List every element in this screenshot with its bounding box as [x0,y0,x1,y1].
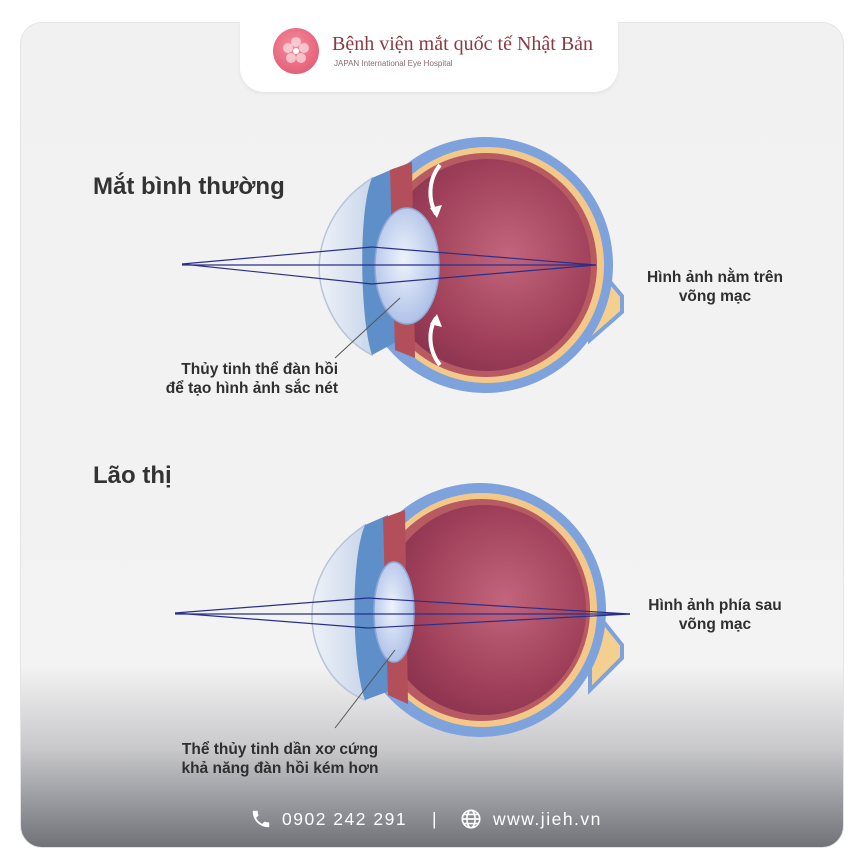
lens-normal [374,207,440,325]
lens-label-presbyopia: Thể thủy tinh dần xơ cứng khả năng đàn h… [181,741,379,777]
normal-eye-title: Mắt bình thường [93,173,285,200]
presbyopia-eye-illustration [174,483,631,737]
lens-presbyopia [373,561,415,663]
hospital-name: Bệnh viện mắt quốc tế Nhật Bản [332,33,594,55]
light-rays-presbyopia [174,597,631,629]
footer-website[interactable]: www.jieh.vn [493,809,602,829]
image-label-normal: Hình ảnh nằm trên võng mạc [646,269,784,305]
lens-label-normal: Thủy tinh thể đàn hồi để tạo hình ảnh sắ… [165,361,338,397]
cornea-presbyopia [311,523,366,702]
vitreous-presbyopia [382,505,586,715]
globe-icon [461,809,481,829]
footer-separator: | [432,809,439,829]
logo-icon [273,28,319,74]
pointer-lens-presbyopia [334,649,396,729]
hospital-subtitle: JAPAN International Eye Hospital [334,59,453,68]
image-label-presbyopia: Hình ảnh phía sau võng mạc [648,597,782,633]
phone-icon [252,810,270,828]
light-rays-normal [181,246,597,285]
cornea-normal [318,176,373,357]
normal-eye-illustration [181,137,624,393]
presbyopia-title: Lão thị [93,462,172,489]
pointer-lens-normal [334,297,401,359]
footer-phone[interactable]: 0902 242 291 [282,809,408,829]
